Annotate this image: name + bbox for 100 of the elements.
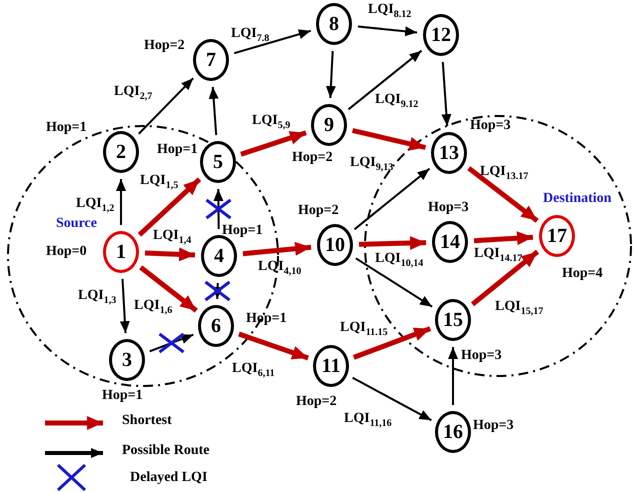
legend-label: Shortest [122,413,172,428]
node-circle [200,141,236,183]
node-number: 6 [211,314,221,338]
hop-label: Hop=1 [246,311,287,326]
node-number: 16 [443,420,463,444]
edge-label: LQI$_{1,2}$ [76,196,114,214]
hop-label: Hop=4 [562,266,603,282]
arrow [352,376,432,422]
node-number: 4 [214,244,224,268]
role-label: Source [56,216,97,232]
edge-label: LQI$_{13.17}$ [480,164,528,182]
arrow [441,62,452,126]
hop-label: Hop=2 [292,150,333,166]
hop-label: Hop=3 [470,118,511,134]
node-circle [317,224,353,266]
node-number: 3 [122,348,132,372]
arrow [213,188,224,230]
hop-label: Hop=1 [46,120,87,136]
node-number: 10 [325,234,345,256]
hop-label: Hop=1 [102,388,143,404]
node-number: 17 [547,224,567,248]
arrow [474,231,534,246]
node-number: 5 [213,150,223,174]
hop-label: Hop=2 [144,38,185,54]
node-circle [316,3,352,45]
arrow [139,265,198,313]
node-circle [198,305,234,347]
node-circle [423,14,459,56]
arrow [352,128,426,151]
node-circle [103,231,139,273]
node-circle [432,221,468,263]
node-number: 12 [431,24,451,46]
arrow [138,177,202,237]
edge-label: LQI$_{8.12}$ [368,2,412,20]
node-circle [431,132,467,174]
edge-label: LQI$_{2,7}$ [114,84,152,102]
hop-label: Hop=2 [296,394,337,410]
hop-label: Hop=3 [473,418,514,434]
arrow [242,242,312,256]
node-circle [313,345,349,387]
arrow [354,168,430,230]
hop-label: Hop=1 [222,223,263,238]
arrow [355,257,433,308]
arrow [208,86,219,136]
arrow [144,247,196,262]
legend-label: Possible Route [122,443,210,458]
hop-label: Hop=0 [46,244,87,260]
node-circle [311,104,347,146]
arrow [358,236,426,250]
arrow [138,78,194,134]
arrow [470,250,540,306]
arrow [120,278,130,334]
node-number: 2 [116,140,126,164]
arrow [238,332,309,360]
edge-label: LQI$_{9,13}$ [350,155,394,173]
legend-label: Delayed LQI [130,470,208,486]
arrow [348,50,422,110]
node-number: 11 [322,354,340,378]
node-circle [193,39,229,81]
edge-label: LQI$_{9.12}$ [375,92,418,110]
edge-label: LQI$_{11.15}$ [340,320,388,338]
hop-label: Hop=1 [157,142,198,158]
hop-label: Hop=2 [298,203,339,218]
arrow [352,326,432,360]
arrow [448,347,458,405]
edge-label: LQI$_{1,6}$ [134,298,172,316]
node-number: 7 [206,48,216,72]
node-number: 1 [116,240,126,264]
arrow [212,282,223,300]
node-circle [201,235,237,277]
edge-label: LQI$_{1,4}$ [153,228,192,246]
node-number: 15 [443,308,463,332]
arrow [240,130,307,157]
edge-label: LQI$_{1,3}$ [78,288,116,306]
arrow [326,50,336,98]
node-circle [109,339,145,381]
node-number: 14 [440,230,460,254]
hop-label: Hop=3 [461,348,502,364]
edge-label: LQI$_{6,11}$ [232,361,275,379]
edge-label: LQI$_{7.8}$ [231,26,270,44]
node-number: 9 [324,114,334,136]
edge-label: LQI$_{14.17}$ [474,246,522,264]
arrow [358,26,418,36]
node-number: 8 [329,12,339,36]
edge-label: LQI$_{5,9}$ [252,113,290,131]
edge-label: LQI$_{15,17}$ [495,299,544,317]
node-circle [435,411,471,453]
edge-label: LQI$_{4,10}$ [258,259,302,277]
arrow [234,29,312,54]
role-label: Destination [543,191,612,206]
arrow [467,166,539,223]
arrow [116,179,126,225]
hop-label: Hop=3 [428,200,469,216]
node-circle [103,131,139,173]
node-number: 13 [439,142,459,164]
edge-label: LQI$_{1,5}$ [140,173,178,191]
arrow [149,334,194,352]
edge-label: LQI$_{10,14}$ [375,251,424,269]
node-circle [539,215,575,257]
edge-label: LQI$_{11,16}$ [344,411,392,429]
